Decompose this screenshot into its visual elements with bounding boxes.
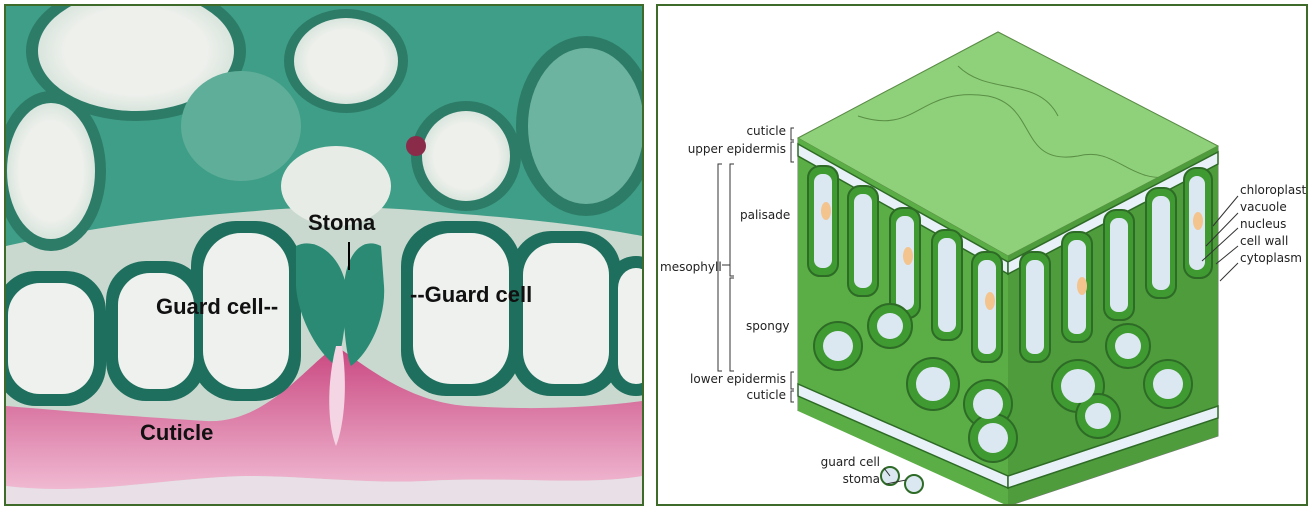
leaf-diagram-illustration — [658, 6, 1306, 504]
stoma-diagram-label: stoma — [843, 472, 880, 486]
vacuole-label: vacuole — [1240, 200, 1287, 214]
stoma-label: Stoma — [308, 210, 375, 236]
guard-cell-label: guard cell — [821, 455, 880, 469]
chloroplast-label: chloroplast — [1240, 183, 1306, 197]
cell-wall-label: cell wall — [1240, 234, 1288, 248]
lower-epidermis-label: lower epidermis — [690, 372, 786, 386]
cuticle-bottom-label: cuticle — [746, 388, 786, 402]
cuticle-top-label: cuticle — [746, 124, 786, 138]
micrograph-panel: Stoma Guard cell-- --Guard cell Cuticle — [4, 4, 644, 506]
cytoplasm-label: cytoplasm — [1240, 251, 1302, 265]
nucleus-label: nucleus — [1240, 217, 1286, 231]
guard-cell-right-label: --Guard cell — [410, 282, 532, 308]
cuticle-label: Cuticle — [140, 420, 213, 446]
palisade-label: palisade — [740, 208, 790, 222]
mesophyll-label: mesophyll — [660, 260, 722, 274]
upper-epidermis-label: upper epidermis — [688, 142, 786, 156]
guard-cell-left-label: Guard cell-- — [156, 294, 278, 320]
spongy-label: spongy — [746, 319, 790, 333]
micrograph-image — [6, 6, 642, 504]
leaf-diagram-panel: cuticle upper epidermis palisade mesophy… — [656, 4, 1308, 506]
